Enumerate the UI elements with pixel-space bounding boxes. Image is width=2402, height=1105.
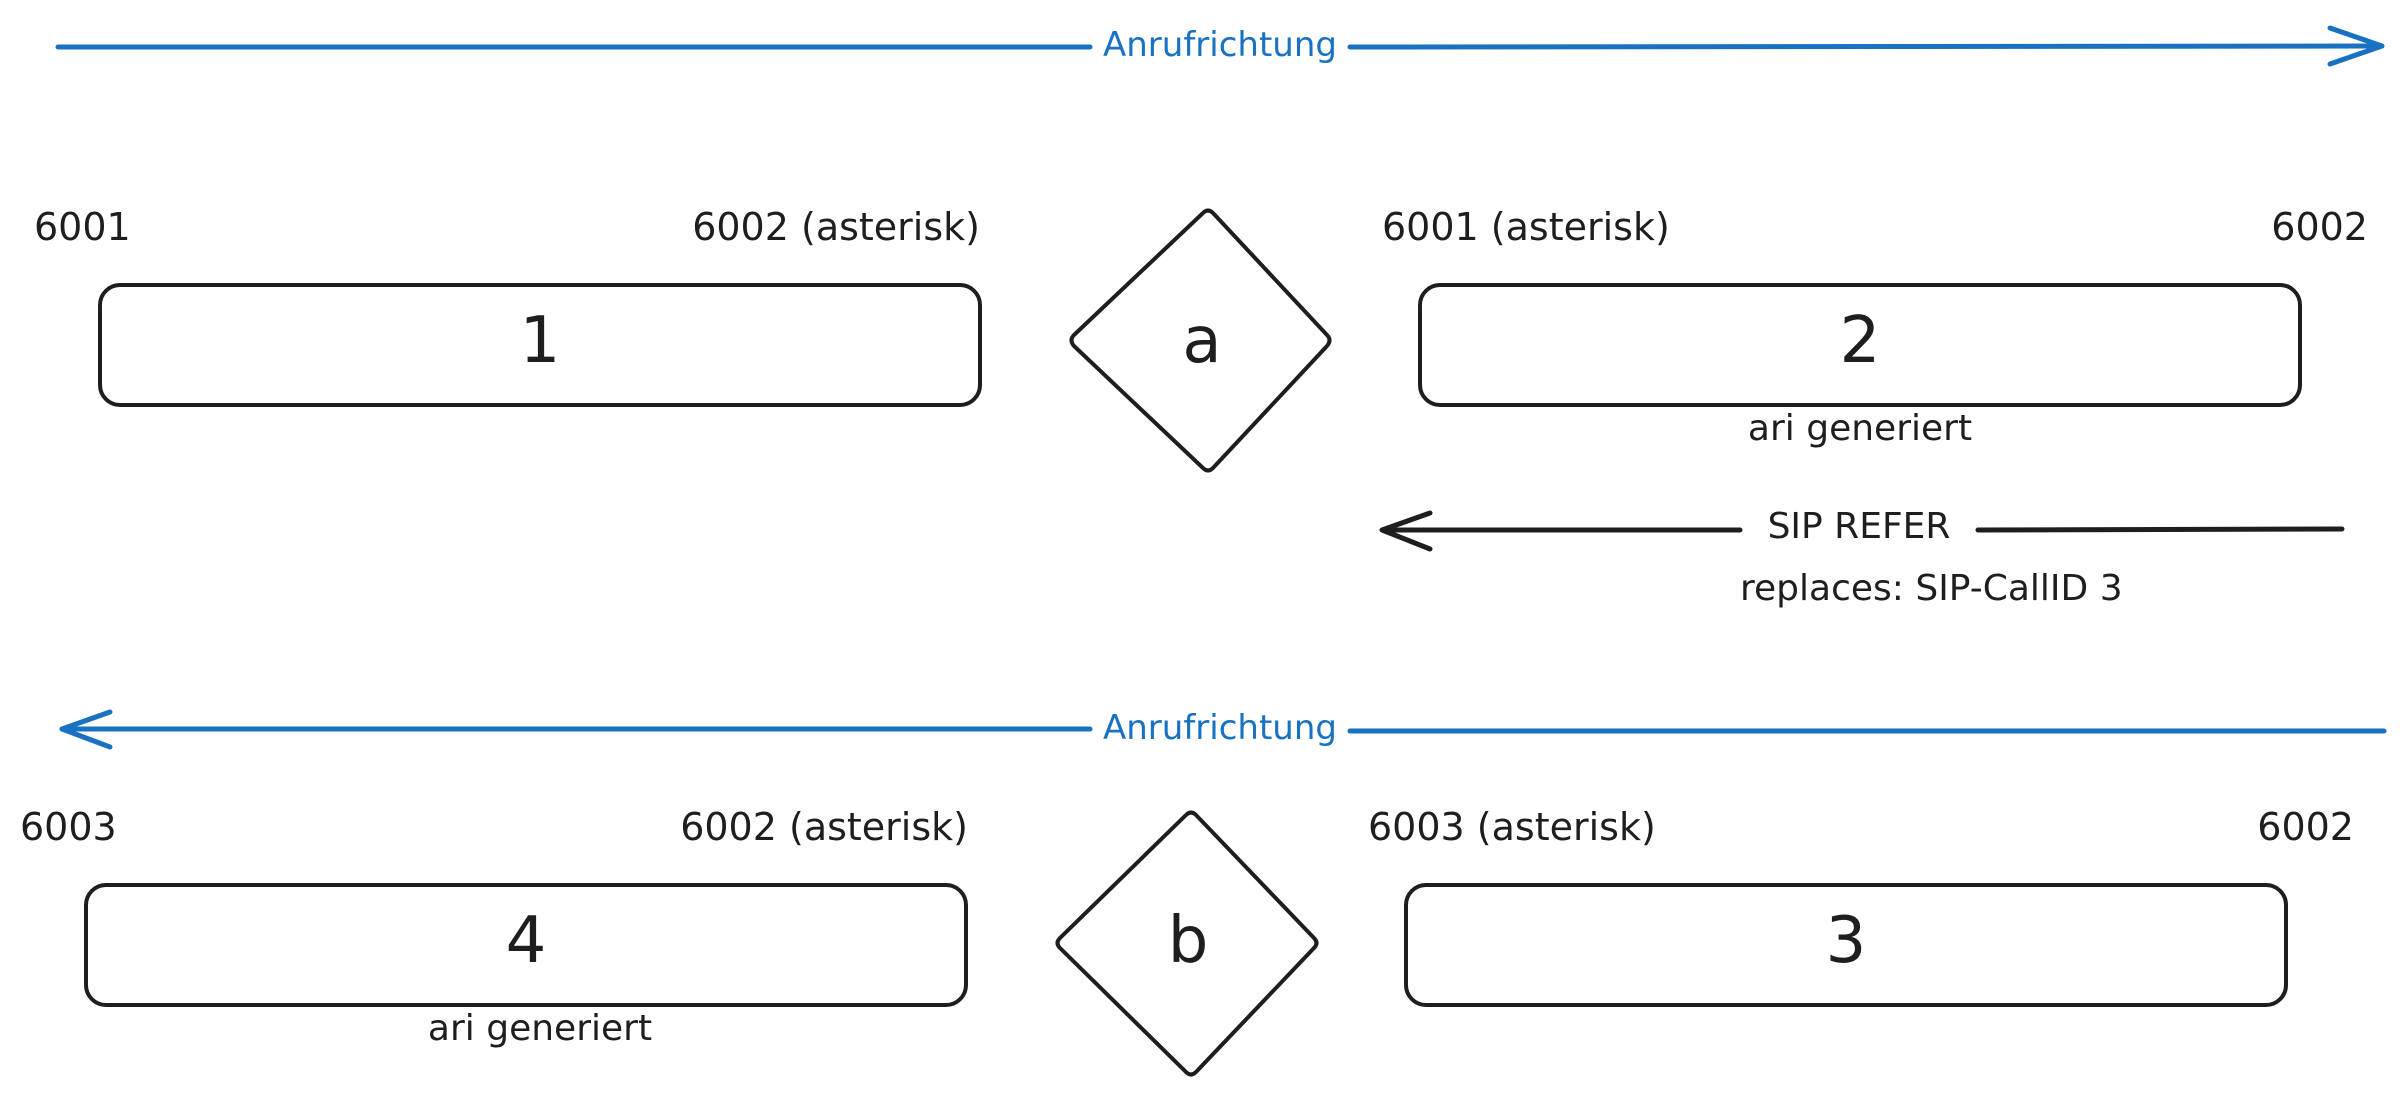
call-direction-arrow-middle: Anrufrichtung bbox=[59, 708, 2387, 750]
bridge-diamond-a bbox=[1069, 208, 1332, 473]
row-a: 6001 6002 (asterisk) 1 a 6001 (asterisk)… bbox=[34, 205, 2368, 473]
box-1-right-label: 6002 (asterisk) bbox=[692, 205, 980, 249]
box-1-number: 1 bbox=[520, 304, 561, 378]
arrow-shaft bbox=[55, 43, 2383, 50]
arrow-shaft bbox=[59, 726, 2387, 734]
refer-detail: replaces: SIP-CallID 3 bbox=[1740, 568, 2123, 609]
call-direction-label: Anrufrichtung bbox=[1103, 25, 1337, 65]
call-leg-box-2 bbox=[1418, 283, 2302, 407]
row-b: 6003 6002 (asterisk) 4 ari generiert b 6… bbox=[20, 805, 2354, 1077]
call-leg-box-4 bbox=[84, 883, 968, 1007]
arrow-head-right bbox=[2327, 25, 2385, 67]
arrow-head-left bbox=[1379, 510, 1433, 552]
box-4-left-label: 6003 bbox=[20, 805, 117, 849]
box-1-left-label: 6001 bbox=[34, 205, 131, 249]
box-4-number: 4 bbox=[506, 904, 547, 978]
bridge-label-a: a bbox=[1182, 304, 1221, 378]
bridge-label-b: b bbox=[1168, 904, 1209, 978]
refer-label: SIP REFER bbox=[1768, 506, 1951, 547]
call-direction-label: Anrufrichtung bbox=[1103, 708, 1337, 748]
call-leg-box-3 bbox=[1404, 883, 2288, 1007]
box-3-left-label: 6003 (asterisk) bbox=[1368, 805, 1656, 849]
box-2-right-label: 6002 bbox=[2271, 205, 2368, 249]
refer-arrow-shaft bbox=[1381, 526, 2345, 533]
box-3-number: 3 bbox=[1826, 904, 1867, 978]
bridge-diamond-b bbox=[1055, 810, 1319, 1077]
arrow-head-left bbox=[59, 709, 113, 750]
box-2-left-label: 6001 (asterisk) bbox=[1382, 205, 1670, 249]
call-leg-box-1 bbox=[98, 283, 982, 407]
box-4-right-label: 6002 (asterisk) bbox=[680, 805, 968, 849]
call-direction-arrow-top: Anrufrichtung bbox=[55, 25, 2385, 67]
sip-refer-arrow: SIP REFER replaces: SIP-CallID 3 bbox=[1379, 506, 2345, 609]
box-4-note: ari generiert bbox=[428, 1008, 652, 1049]
box-2-number: 2 bbox=[1840, 304, 1881, 378]
box-2-note: ari generiert bbox=[1748, 408, 1972, 449]
box-3-right-label: 6002 bbox=[2257, 805, 2354, 849]
